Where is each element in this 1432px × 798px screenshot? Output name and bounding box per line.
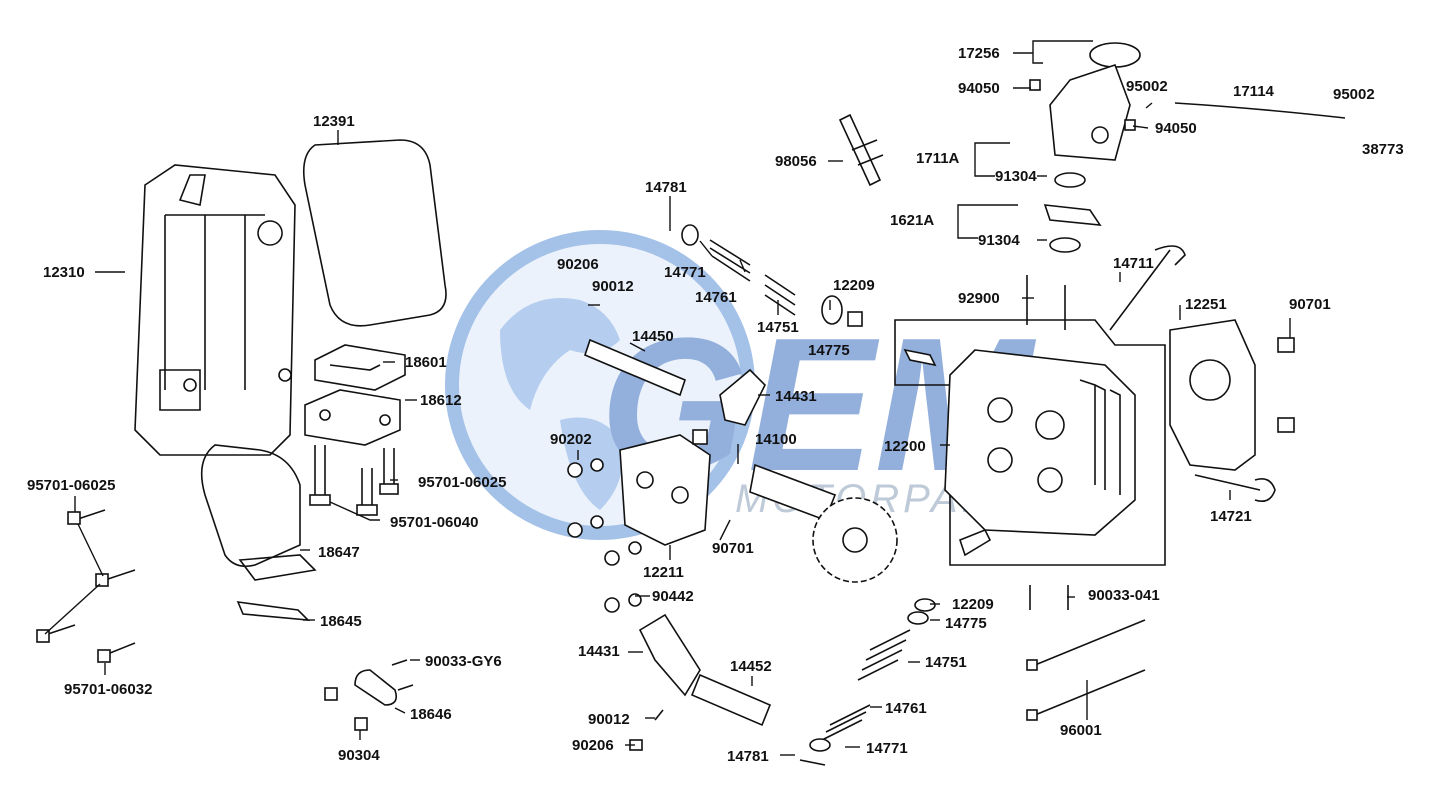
- rocker-lower: [629, 613, 772, 751]
- spark-plug: [838, 113, 884, 187]
- label-95701-06025: 95701-06025: [418, 474, 506, 491]
- label-90012: 90012: [592, 278, 634, 295]
- label-17114: 17114: [1233, 83, 1275, 100]
- washer-nut-set: [567, 458, 642, 613]
- leader-lines: [74, 40, 1291, 756]
- label-12310: 12310: [43, 264, 85, 281]
- label-95002: 95002: [1126, 78, 1168, 95]
- breather-plate: [304, 344, 406, 446]
- label-92900: 92900: [958, 290, 1000, 307]
- label-96001: 96001: [1060, 722, 1102, 739]
- stud-bolts: [1026, 275, 1146, 721]
- label-14781: 14781: [645, 179, 687, 196]
- thermostat-housing: [1029, 42, 1346, 253]
- label-14775: 14775: [945, 615, 987, 632]
- label-1711A: 1711A: [916, 150, 960, 167]
- label-17256: 17256: [958, 45, 1000, 62]
- label-14450: 14450: [632, 328, 674, 345]
- label-14721: 14721: [1210, 508, 1252, 525]
- cylinder-head-block: [894, 319, 1166, 566]
- label-12251: 12251: [1185, 296, 1227, 313]
- label-14761: 14761: [885, 700, 927, 717]
- label-94050: 94050: [958, 80, 1000, 97]
- label-90033-041: 90033-041: [1088, 587, 1160, 604]
- watermark-continent-icon: [500, 298, 620, 410]
- label-12209: 12209: [952, 596, 994, 613]
- label-95002: 95002: [1333, 86, 1375, 103]
- cam-holder: [619, 429, 711, 546]
- head-cover-gasket: [302, 139, 447, 327]
- label-90701: 90701: [712, 540, 754, 557]
- label-14771: 14771: [664, 264, 706, 281]
- label-14761: 14761: [695, 289, 737, 306]
- dowel-pin-icon: [1277, 337, 1295, 353]
- label-18612: 18612: [420, 392, 462, 409]
- label-95701-06040: 95701-06040: [390, 514, 478, 531]
- label-90202: 90202: [550, 431, 592, 448]
- label-90442: 90442: [652, 588, 694, 605]
- label-1621A: 1621A: [890, 212, 934, 229]
- label-90206: 90206: [572, 737, 614, 754]
- pipe-gasket: [236, 601, 311, 622]
- valve-springs-lower: [799, 598, 936, 766]
- label-14100: 14100: [755, 431, 797, 448]
- label-95701-06025: 95701-06025: [27, 477, 115, 494]
- label-14431: 14431: [578, 643, 620, 660]
- breather-bolts: [309, 445, 399, 516]
- label-14452: 14452: [730, 658, 772, 675]
- label-91304: 91304: [978, 232, 1020, 249]
- label-38773: 38773: [1362, 141, 1404, 158]
- label-12391: 12391: [313, 113, 355, 130]
- camshaft: [749, 463, 898, 583]
- label-14711: 14711: [1113, 255, 1154, 272]
- label-18645: 18645: [320, 613, 362, 630]
- label-12200: 12200: [884, 438, 926, 455]
- cylinder-head-cover: [134, 164, 296, 456]
- intake-valve: [1109, 245, 1186, 331]
- intake-plate-parts: [324, 659, 414, 731]
- label-94050: 94050: [1155, 120, 1197, 137]
- exhaust-valve: [1194, 474, 1276, 503]
- bolt-set-left: [36, 509, 136, 663]
- label-14431: 14431: [775, 388, 817, 405]
- label-14781: 14781: [727, 748, 769, 765]
- label-18647: 18647: [318, 544, 360, 561]
- label-14771: 14771: [866, 740, 908, 757]
- label-98056: 98056: [775, 153, 817, 170]
- label-91304: 91304: [995, 168, 1037, 185]
- label-14751: 14751: [757, 319, 799, 336]
- valve-train-upper: [584, 224, 863, 426]
- label-18646: 18646: [410, 706, 452, 723]
- label-95701-06032: 95701-06032: [64, 681, 152, 698]
- label-90304: 90304: [338, 747, 380, 764]
- label-18601: 18601: [405, 354, 447, 371]
- head-gasket: [1169, 319, 1256, 471]
- label-14775: 14775: [808, 342, 850, 359]
- label-14751: 14751: [925, 654, 967, 671]
- part-labels: 17256 94050 95002 17114 95002 94050 3877…: [27, 45, 1404, 765]
- label-12209: 12209: [833, 277, 875, 294]
- label-90033-GY6: 90033-GY6: [425, 653, 502, 670]
- label-90701: 90701: [1289, 296, 1331, 313]
- label-12211: 12211: [643, 564, 684, 581]
- label-90206: 90206: [557, 256, 599, 273]
- air-pipe: [200, 444, 301, 568]
- label-90012: 90012: [588, 711, 630, 728]
